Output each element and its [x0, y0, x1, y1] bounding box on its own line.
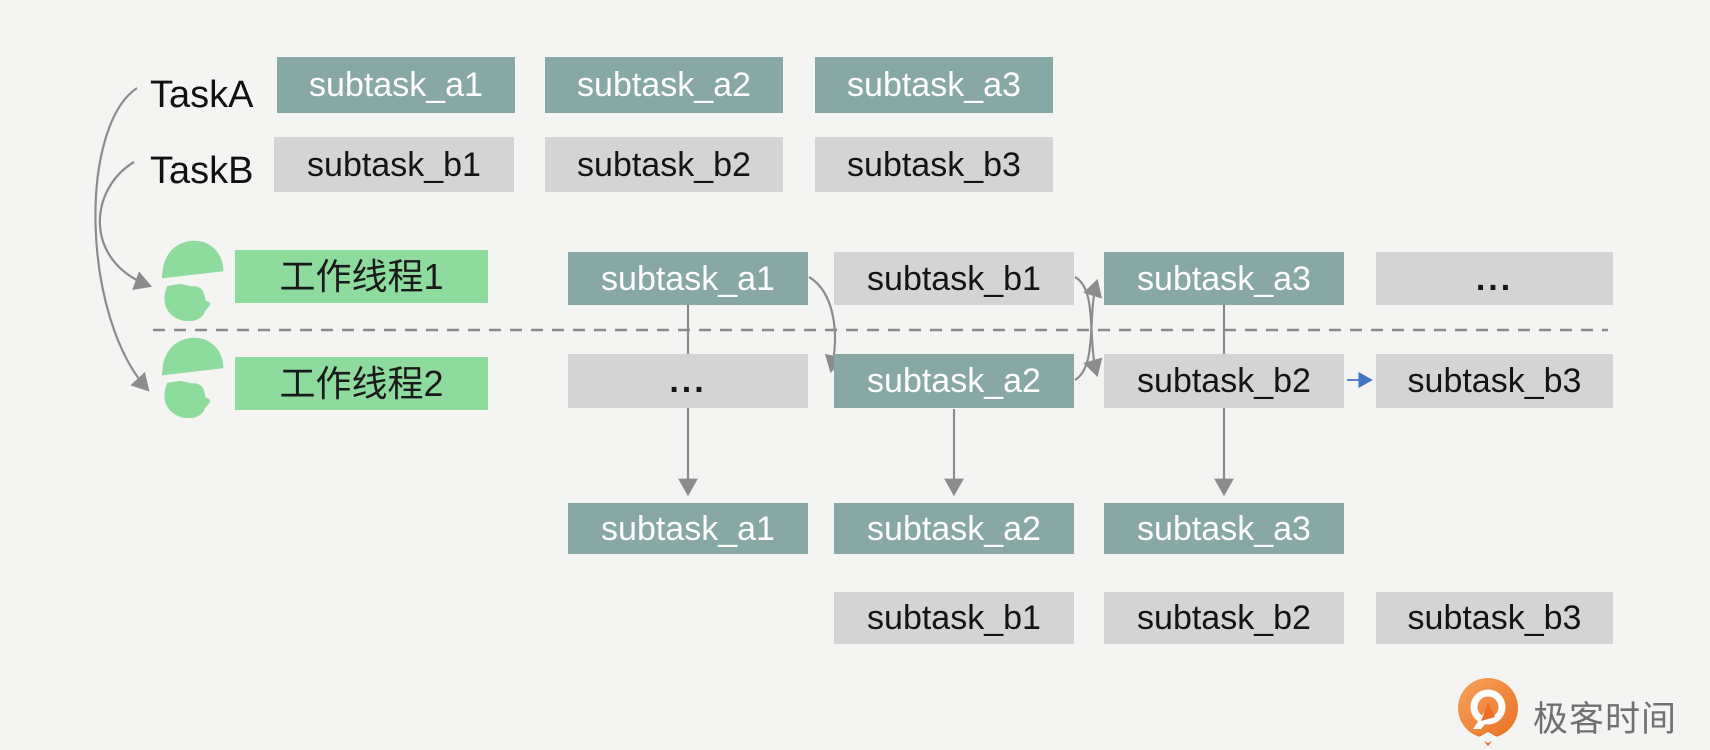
result-subtask-b2-box: subtask_b2: [1104, 592, 1344, 644]
arrow-taskb-to-worker: [98, 161, 153, 291]
construction-worker-icon: [159, 337, 224, 418]
taskb-subtask-2-box: subtask_b2: [545, 137, 783, 192]
result-subtask-a3-box: subtask_a3: [1104, 503, 1344, 554]
timeline-t2-subtask-a2-box: subtask_a2: [834, 354, 1074, 408]
result-subtask-a2-box: subtask_a2: [834, 503, 1074, 554]
taska-subtask-2-box: subtask_a2: [545, 57, 783, 113]
result-subtask-b3-box: subtask_b3: [1376, 592, 1613, 644]
result-subtask-a1-box: subtask_a1: [568, 503, 808, 554]
arrow-subtask-a2-to-a3: [1074, 278, 1103, 381]
arrow-taska-to-worker: [94, 87, 150, 392]
arrow-subtask-b1-to-b2: [1074, 276, 1103, 378]
geektime-logo-icon: [1458, 678, 1518, 746]
taskb-subtask-1-box: subtask_b1: [274, 137, 514, 192]
timeline-t1-subtask-a3-box: subtask_a3: [1104, 252, 1344, 305]
geektime-logo-text: 极客时间: [1533, 699, 1678, 739]
worker-thread-1-box: 工作线程1: [235, 250, 488, 303]
timeline-t2-ellipsis-box: ...: [568, 354, 808, 408]
arrow-subtask-a1-to-a2: [808, 276, 845, 374]
worker-thread-2-box: 工作线程2: [235, 357, 488, 410]
taska-subtask-1-box: subtask_a1: [277, 57, 515, 113]
taska-label: TaskA: [150, 74, 254, 116]
timeline-t2-subtask-b3-box: subtask_b3: [1376, 354, 1613, 408]
taskb-subtask-3-box: subtask_b3: [815, 137, 1053, 192]
timeline-t1-subtask-a1-box: subtask_a1: [568, 252, 808, 305]
construction-worker-icon: [159, 240, 224, 321]
geektime-logo: 极客时间: [1455, 677, 1677, 747]
taska-subtask-3-box: subtask_a3: [815, 57, 1053, 113]
timeline-t2-subtask-b2-box: subtask_b2: [1104, 354, 1344, 408]
result-subtask-b1-box: subtask_b1: [834, 592, 1074, 644]
timeline-t1-subtask-b1-box: subtask_b1: [834, 252, 1074, 305]
timeline-t1-ellipsis-box: ...: [1376, 252, 1613, 305]
taskb-label: TaskB: [150, 150, 254, 192]
